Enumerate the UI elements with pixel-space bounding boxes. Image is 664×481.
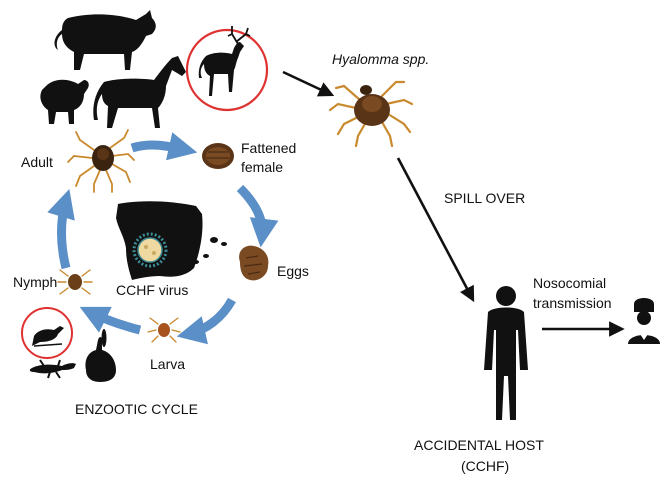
health-worker-icon	[628, 298, 660, 344]
enzootic-cycle-label: ENZOOTIC CYCLE	[75, 401, 198, 417]
spillover-label: SPILL OVER	[444, 190, 525, 206]
hyalomma-label: Hyalomma spp.	[332, 51, 429, 67]
larva-tick-icon	[148, 318, 180, 342]
horse-silhouette-icon	[93, 56, 186, 128]
spain-map-icon	[116, 201, 227, 280]
human-silhouette-icon	[484, 286, 528, 420]
cchf-virus-label: CCHF virus	[116, 282, 188, 298]
lizard-silhouette-icon	[30, 360, 76, 378]
nymph-tick-icon	[58, 270, 92, 294]
larva-label: Larva	[150, 356, 185, 372]
bird-silhouette-icon	[32, 326, 64, 346]
fattened-female-label-line2: female	[241, 159, 283, 175]
adult-tick-icon	[68, 130, 134, 192]
cycle-arrow-nymph-to-adult	[62, 200, 67, 268]
nosocomial-label-line2: transmission	[533, 295, 612, 311]
sheep-silhouette-icon	[40, 80, 88, 124]
cycle-arrow-larva-to-nymph	[90, 312, 140, 330]
fattened-female-label-line1: Fattened	[241, 140, 296, 156]
cycle-arrow-female-to-eggs	[240, 188, 262, 236]
cow-silhouette-icon	[55, 10, 156, 70]
accidental-host-label-line1: ACCIDENTAL HOST	[414, 437, 544, 453]
cycle-arrow-eggs-to-larva	[188, 300, 232, 334]
fattened-female-tick-icon	[202, 143, 234, 169]
eggs-cluster-icon	[239, 246, 268, 281]
cycle-arrow-adult-to-female	[132, 145, 186, 150]
hyalomma-tick-icon	[330, 82, 412, 146]
accidental-host-label-line2: (CCHF)	[461, 458, 509, 474]
adult-label: Adult	[21, 154, 53, 170]
deer-to-tick-arrow	[283, 72, 330, 94]
rabbit-silhouette-icon	[85, 329, 116, 382]
nosocomial-label-line1: Nosocomial	[533, 275, 606, 291]
nymph-label: Nymph	[13, 274, 57, 290]
eggs-label: Eggs	[277, 263, 309, 279]
spillover-arrow	[398, 158, 472, 298]
